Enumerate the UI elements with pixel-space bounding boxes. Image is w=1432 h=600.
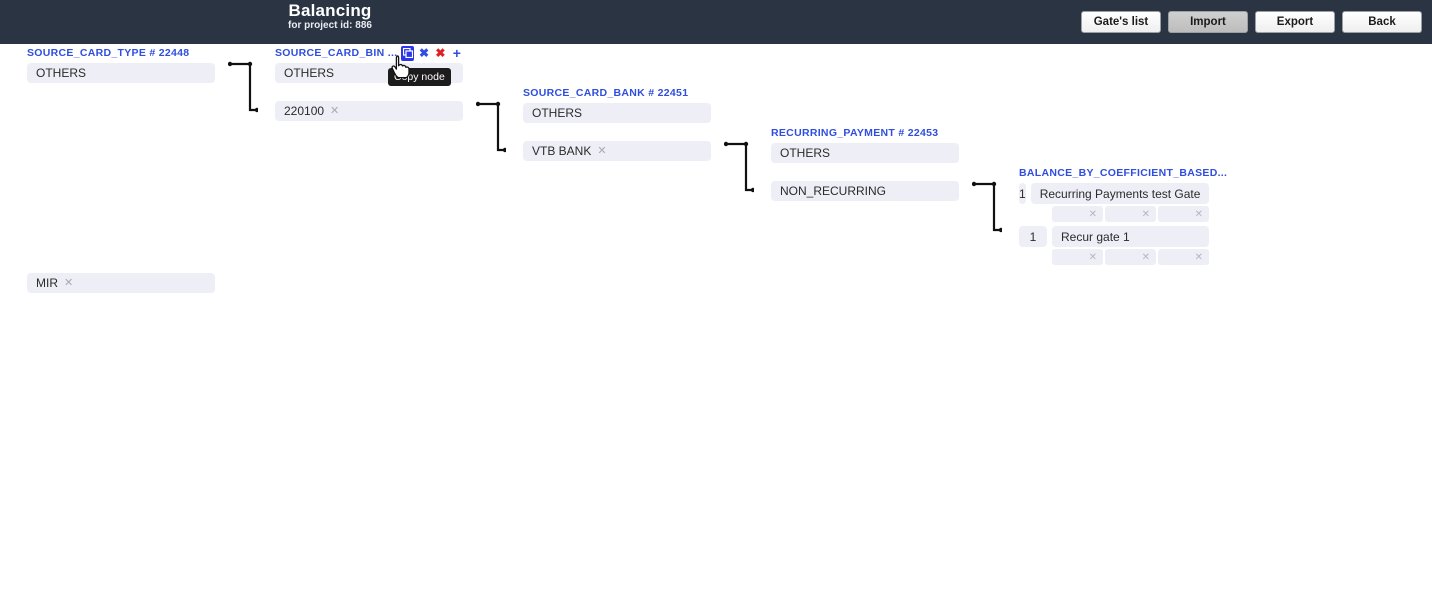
chip-label: NON_RECURRING (780, 184, 887, 198)
connector-line (972, 180, 1002, 236)
remove-subfield-icon[interactable]: ✕ (1088, 251, 1097, 263)
gate-entry: 1 Recurring Payments test Gate ✕ ✕ ✕ (1019, 183, 1210, 222)
list-item[interactable]: OTHERS (27, 63, 215, 83)
import-button[interactable]: Import (1168, 11, 1248, 33)
gate-entry: 1 Recur gate 1 ✕ ✕ ✕ (1019, 226, 1209, 265)
gate-subfields: ✕ ✕ ✕ (1052, 206, 1209, 222)
connector-line (476, 100, 506, 156)
node-column-recurring-payment: RECURRING_PAYMENT # 22453 OTHERS (771, 126, 959, 163)
remove-subfield-icon[interactable]: ✕ (1194, 251, 1203, 263)
back-button[interactable]: Back (1342, 11, 1422, 33)
connector-line (724, 140, 754, 196)
list-item[interactable]: MIR ✕ (27, 273, 215, 293)
list-item[interactable]: OTHERS (523, 103, 711, 123)
list-item[interactable]: NON_RECURRING (771, 181, 959, 201)
table-row[interactable]: 1 Recurring Payments test Gate (1019, 183, 1210, 204)
list-item[interactable]: VTB BANK ✕ (523, 141, 711, 161)
app-header: Balancing for project id: 886 Gate's lis… (0, 0, 1432, 44)
column-header: SOURCE_CARD_BANK # 22451 (523, 86, 711, 100)
gate-subfield[interactable]: ✕ (1158, 206, 1209, 222)
column-title: BALANCE_BY_COEFFICIENT_BASED... (1019, 167, 1228, 179)
column-header: RECURRING_PAYMENT # 22453 (771, 126, 959, 140)
chip-label: VTB BANK (532, 144, 592, 158)
header-actions: Gate's list Import Export Back (1081, 11, 1422, 33)
gates-list-button[interactable]: Gate's list (1081, 11, 1161, 33)
remove-chip-icon[interactable]: ✕ (330, 104, 340, 117)
close-node-icon[interactable]: ✖ (418, 46, 430, 60)
chip-label: OTHERS (532, 106, 583, 120)
gate-subfield[interactable]: ✕ (1105, 206, 1156, 222)
project-subtitle: for project id: 886 (288, 19, 372, 31)
column-title: RECURRING_PAYMENT # 22453 (771, 127, 939, 139)
column-header: SOURCE_CARD_BIN ... ✖ ✖ + (275, 45, 463, 61)
chip-label: OTHERS (780, 146, 831, 160)
gate-subfield[interactable]: ✕ (1052, 249, 1103, 265)
node-column-source-card-bank: SOURCE_CARD_BANK # 22451 OTHERS (523, 86, 711, 123)
chip-label: OTHERS (36, 66, 87, 80)
page-title: Balancing (288, 1, 372, 20)
gate-subfield[interactable]: ✕ (1158, 249, 1209, 265)
remove-subfield-icon[interactable]: ✕ (1194, 208, 1203, 220)
chip-label: OTHERS (284, 66, 335, 80)
chip-label: MIR (36, 276, 58, 290)
remove-chip-icon[interactable]: ✕ (64, 276, 74, 289)
gate-subfields: ✕ ✕ ✕ (1052, 249, 1209, 265)
remove-subfield-icon[interactable]: ✕ (1141, 251, 1150, 263)
column-header: BALANCE_BY_COEFFICIENT_BASED... (1019, 166, 1227, 180)
gate-weight[interactable]: 1 (1019, 183, 1026, 204)
delete-node-icon[interactable]: ✖ (435, 46, 446, 60)
tree-canvas: SOURCE_CARD_TYPE # 22448 OTHERS MIR ✕ SO… (0, 44, 1432, 600)
gate-weight[interactable]: 1 (1019, 226, 1047, 247)
column-title: SOURCE_CARD_TYPE # 22448 (27, 47, 190, 59)
chip-label: 220100 (284, 104, 325, 118)
gate-subfield[interactable]: ✕ (1105, 249, 1156, 265)
mouse-cursor (391, 53, 413, 84)
list-item[interactable]: 220100 ✕ (275, 101, 463, 121)
node-column-balance-by-coefficient: BALANCE_BY_COEFFICIENT_BASED... 1 Recurr… (1019, 166, 1227, 265)
connector-line (228, 60, 258, 116)
remove-subfield-icon[interactable]: ✕ (1088, 208, 1097, 220)
remove-subfield-icon[interactable]: ✕ (1141, 208, 1150, 220)
column-title: SOURCE_CARD_BANK # 22451 (523, 87, 689, 99)
list-item[interactable]: OTHERS (771, 143, 959, 163)
gate-name[interactable]: Recur gate 1 (1052, 226, 1209, 247)
gate-name[interactable]: Recurring Payments test Gate (1030, 183, 1210, 204)
table-row[interactable]: 1 Recur gate 1 (1019, 226, 1209, 247)
export-button[interactable]: Export (1255, 11, 1335, 33)
column-header: SOURCE_CARD_TYPE # 22448 (27, 46, 215, 60)
add-node-icon[interactable]: + (452, 45, 461, 61)
app-brand: Balancing for project id: 886 (200, 2, 460, 31)
node-column-source-card-type: SOURCE_CARD_TYPE # 22448 OTHERS (27, 46, 215, 83)
gate-subfield[interactable]: ✕ (1052, 206, 1103, 222)
column-title: SOURCE_CARD_BIN ... (275, 47, 398, 59)
remove-chip-icon[interactable]: ✕ (597, 144, 607, 157)
copy-node-icon[interactable] (401, 45, 414, 61)
